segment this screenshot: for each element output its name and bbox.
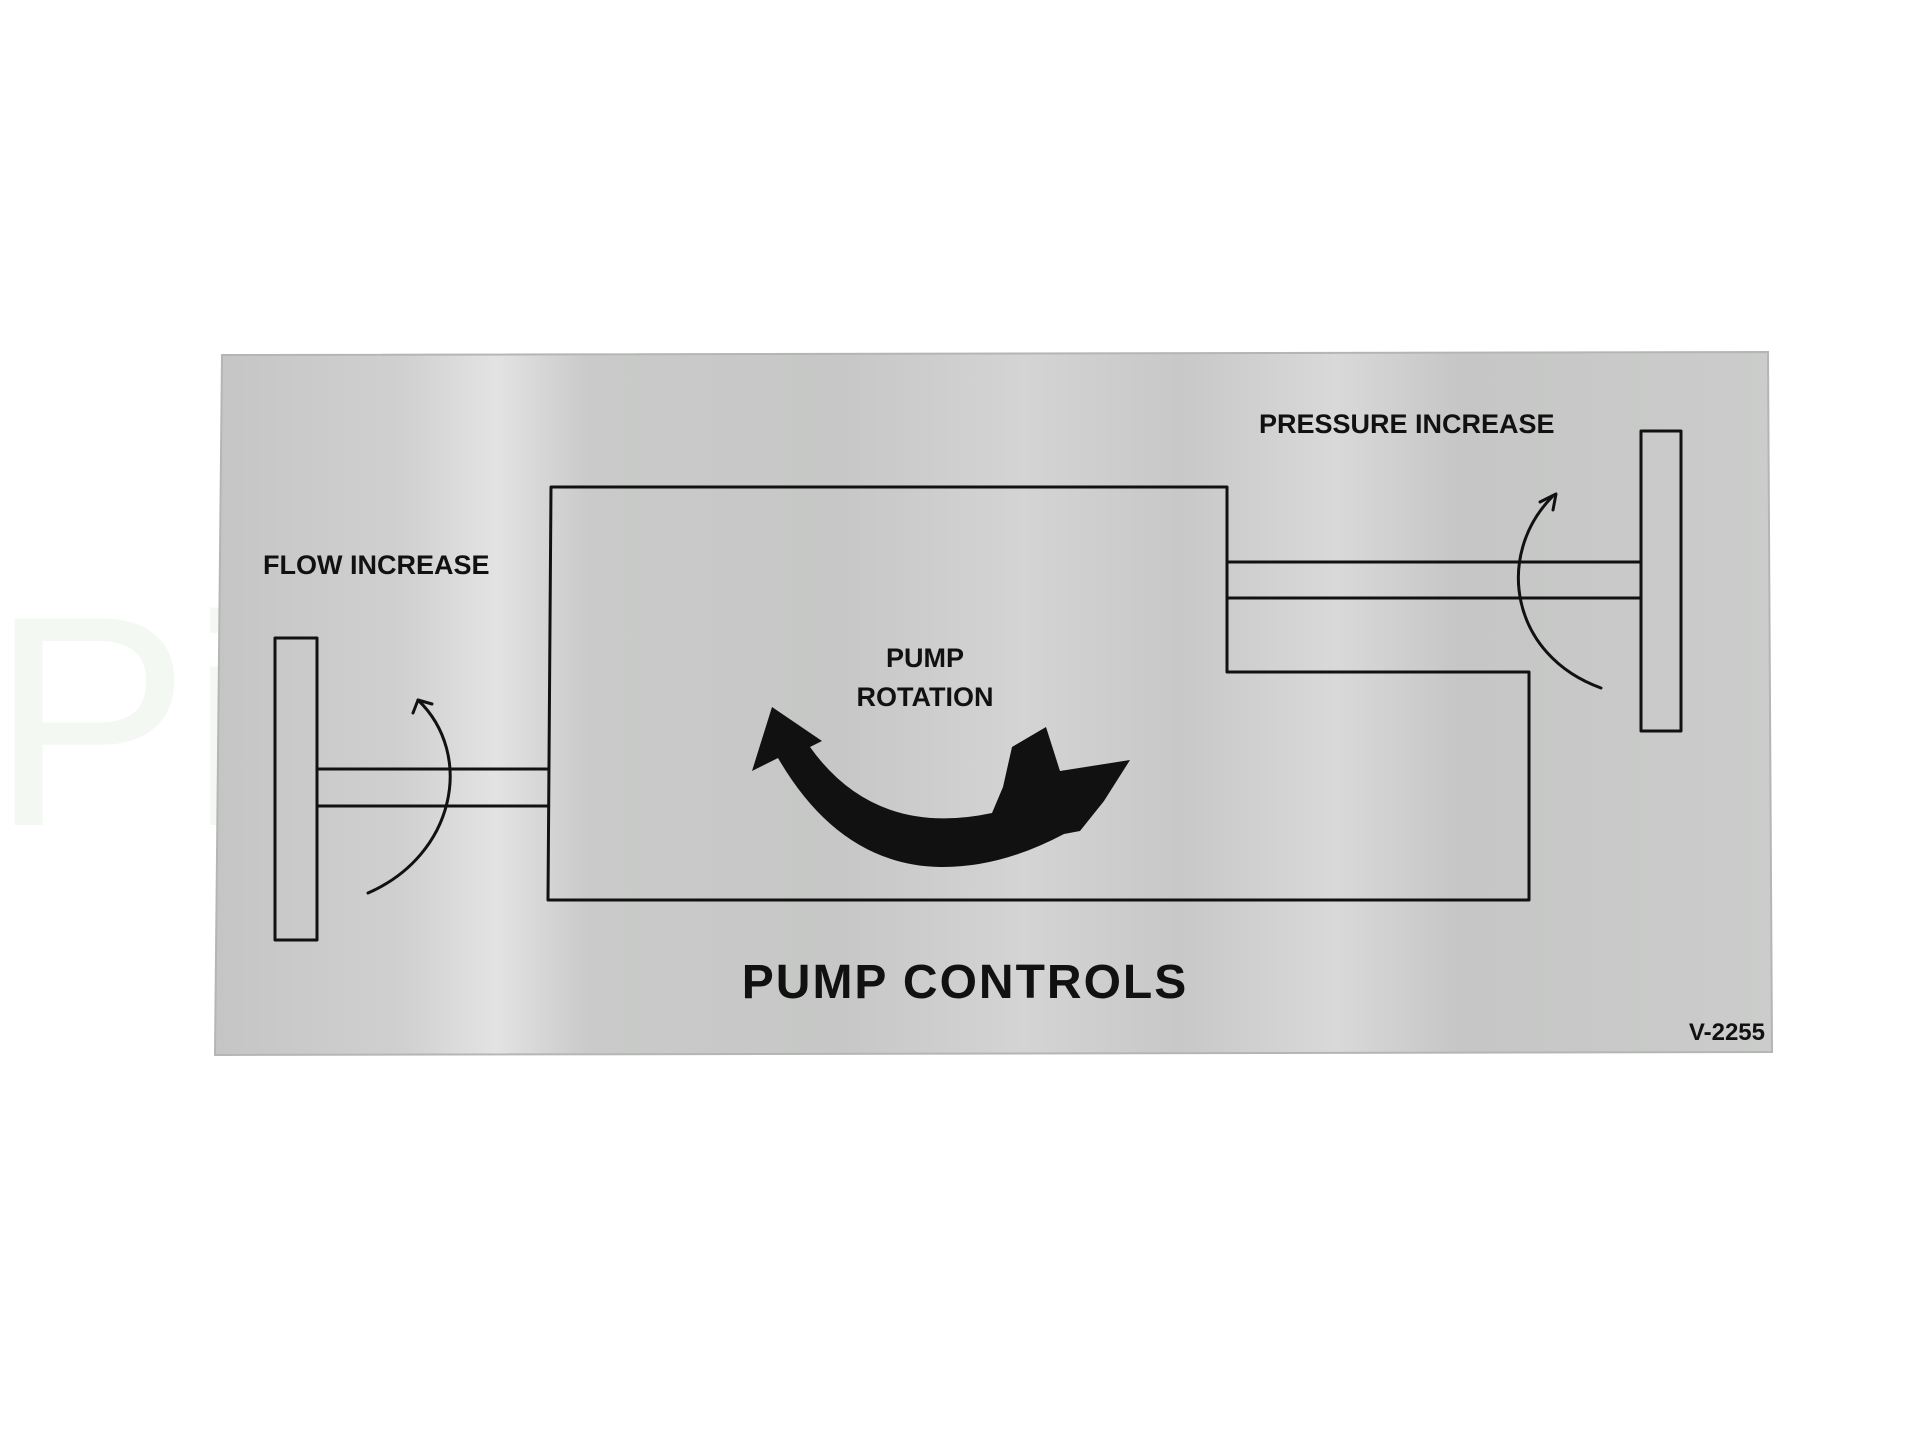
flow-knob-handle <box>273 636 319 942</box>
flow-arrowhead-icon <box>411 698 434 715</box>
flow-knob-shaft <box>315 767 550 808</box>
pressure-increase-label: PRESSURE INCREASE <box>1259 409 1555 439</box>
pump-rotation-arrow-icon <box>752 707 1130 868</box>
pump-rotation-label-line1: PUMP <box>886 643 964 673</box>
part-number: V-2255 <box>1689 1019 1765 1046</box>
pressure-knob-shaft <box>1225 560 1643 600</box>
pump-body-outline <box>546 485 1531 902</box>
flow-arc-arrow <box>366 698 452 895</box>
pressure-arc-arrow <box>1516 495 1603 690</box>
plate-background <box>215 352 1772 1055</box>
flow-increase-label: FLOW INCREASE <box>263 550 490 580</box>
plate-title: PUMP CONTROLS <box>742 956 1188 1009</box>
pressure-arrowhead-icon <box>1538 492 1558 512</box>
pump-rotation-label-line2: ROTATION <box>857 682 994 712</box>
pressure-knob-handle <box>1639 429 1683 733</box>
plate-edge <box>213 350 1774 1057</box>
